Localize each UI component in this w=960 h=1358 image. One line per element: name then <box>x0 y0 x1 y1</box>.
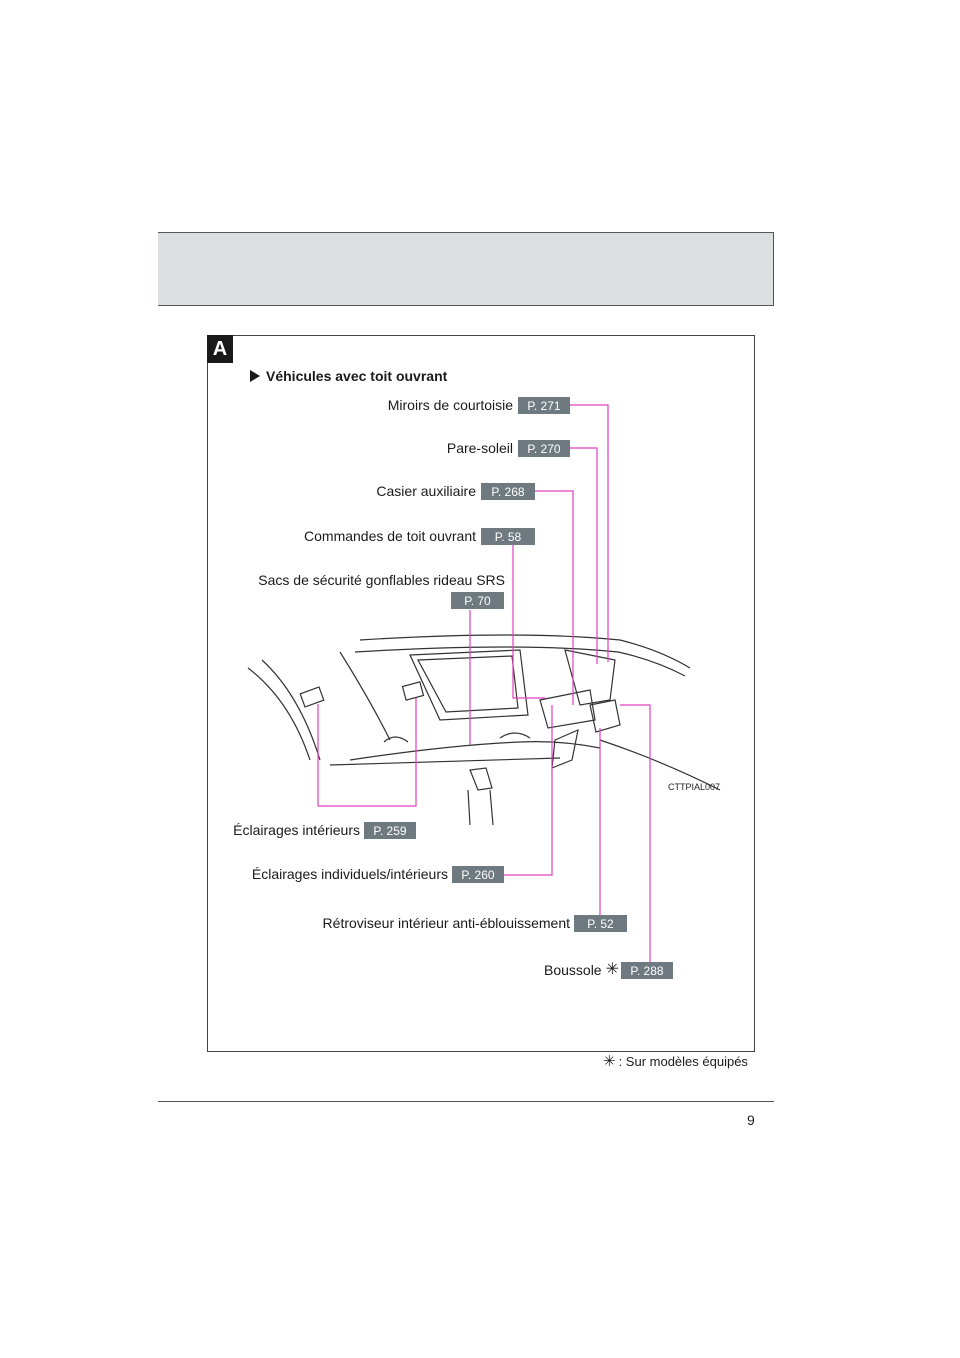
label-eclairages: Éclairages intérieurs <box>233 822 360 838</box>
ref-pare-soleil[interactable]: P. 270 <box>518 440 570 457</box>
triangle-arrow-icon <box>250 370 260 382</box>
footnote-text: : Sur modèles équipés <box>618 1054 748 1069</box>
section-letter-tab: A <box>207 335 233 363</box>
label-boussole: Boussole ✳ <box>544 961 619 979</box>
ref-commandes[interactable]: P. 58 <box>481 528 535 545</box>
chapter-header-band <box>158 232 774 306</box>
section-heading: Véhicules avec toit ouvrant <box>250 368 447 384</box>
leader-casier <box>535 490 574 705</box>
ref-individuels[interactable]: P. 260 <box>452 866 504 883</box>
leader-boussole <box>620 704 651 962</box>
section-heading-text: Véhicules avec toit ouvrant <box>266 368 448 384</box>
ref-eclairages[interactable]: P. 259 <box>364 822 416 839</box>
leader-eclairages <box>317 698 417 807</box>
ref-casier[interactable]: P. 268 <box>481 483 535 500</box>
label-sacs: Sacs de sécurité gonflables rideau SRS <box>258 572 505 588</box>
page-number: 9 <box>747 1112 755 1128</box>
label-individuels: Éclairages individuels/intérieurs <box>251 866 448 882</box>
header-divider <box>773 232 774 306</box>
ref-boussole[interactable]: P. 288 <box>621 962 673 979</box>
label-pare-soleil: Pare-soleil <box>446 440 513 456</box>
asterisk-icon: ✳ <box>605 961 619 978</box>
leader-commandes <box>512 535 545 699</box>
leader-miroirs <box>570 404 609 662</box>
label-retroviseur: Rétroviseur intérieur anti-éblouissement <box>322 915 570 931</box>
label-miroirs: Miroirs de courtoisie <box>387 397 513 413</box>
footer-rule <box>158 1101 774 1102</box>
leader-individuels <box>504 705 553 876</box>
label-commandes: Commandes de toit ouvrant <box>304 528 476 544</box>
label-boussole-text: Boussole <box>544 962 602 978</box>
illustration-frame <box>207 335 755 1052</box>
ref-miroirs[interactable]: P. 271 <box>518 397 570 414</box>
label-casier: Casier auxiliaire <box>376 483 476 499</box>
asterisk-icon: ✳ <box>603 1053 616 1070</box>
ref-retroviseur[interactable]: P. 52 <box>574 915 627 932</box>
footnote: ✳ : Sur modèles équipés <box>603 1054 748 1069</box>
ref-sacs[interactable]: P. 70 <box>451 592 504 609</box>
leader-pare-soleil <box>570 447 598 664</box>
image-code: CTTPIAL007 <box>668 782 721 792</box>
